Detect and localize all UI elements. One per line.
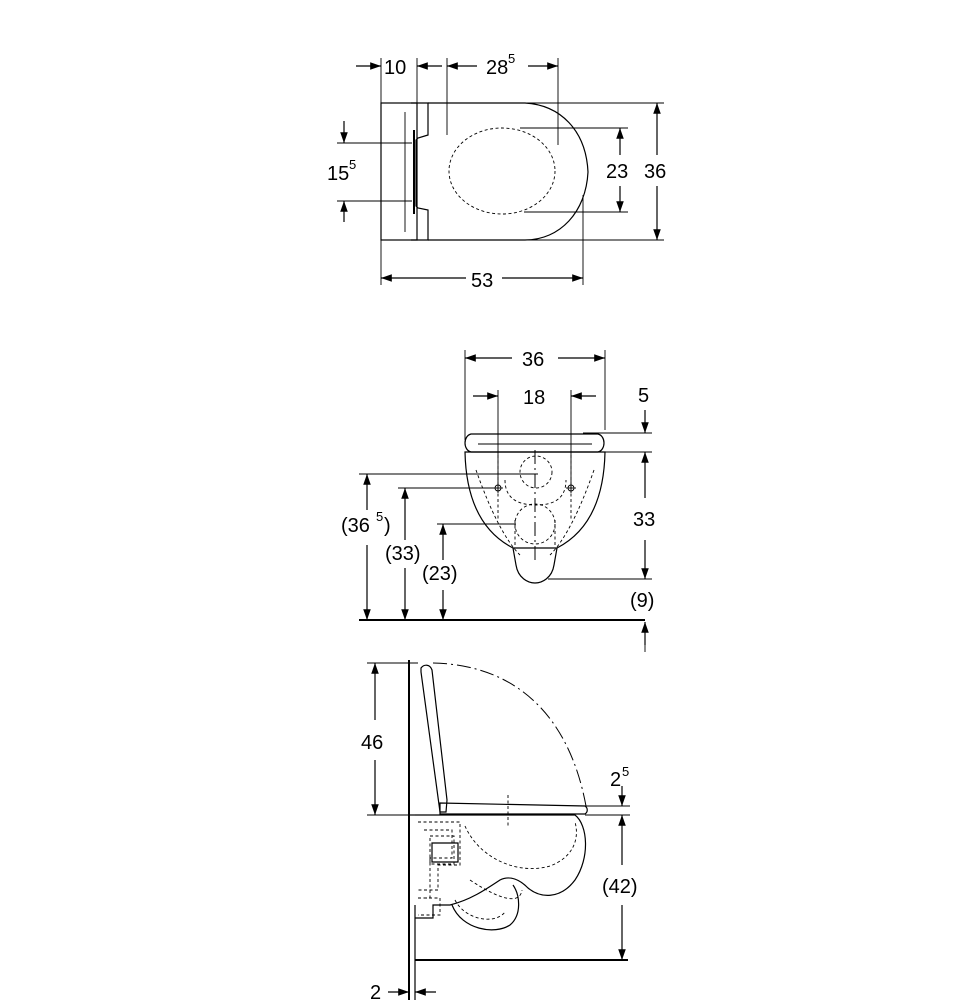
seat-lid-outline [464, 433, 605, 453]
lid-swing-arc [432, 662, 587, 807]
seat-ring [439, 802, 588, 815]
dimension-5: 5 [638, 385, 649, 407]
dimension-36-5: (36 [341, 515, 370, 537]
svg-text:): ) [384, 515, 391, 537]
bowl-inner-outline [448, 127, 556, 215]
front-view: 36 18 5 (36 5 ) (33) (23) 33 (9) [341, 349, 655, 652]
inlet-outline [519, 455, 553, 489]
dimension-33: 33 [633, 509, 655, 531]
bowl-side-outline [415, 814, 587, 919]
dimension-23-paren: (23) [422, 563, 458, 585]
hinge-outline [411, 102, 429, 241]
dimension-28: 28 [486, 57, 508, 79]
dimension-36: 36 [644, 161, 666, 183]
dimension-42-paren: (42) [602, 876, 638, 898]
wall-plate-outline [380, 102, 418, 241]
dimension-18: 18 [523, 387, 545, 409]
dimension-15: 15 [327, 163, 349, 185]
dimension-9-paren: (9) [630, 590, 654, 612]
bowl-front-outline [464, 451, 606, 584]
svg-text:5: 5 [376, 509, 383, 524]
top-view: 10 28 5 15 5 23 36 53 [327, 51, 666, 292]
dimension-53: 53 [471, 270, 493, 292]
bolt-mark [493, 483, 503, 493]
dimension-2: 2 [370, 982, 381, 1000]
bolt-mark [566, 483, 576, 493]
svg-text:5: 5 [508, 51, 515, 66]
seat-lid-upright [420, 664, 448, 813]
svg-text:5: 5 [622, 764, 629, 779]
dimension-2-5: 2 [610, 769, 621, 791]
side-view: 46 2 5 (42) 2 [361, 660, 638, 1000]
bowl-outline [428, 102, 589, 241]
dimension-33-paren: (33) [385, 543, 421, 565]
dimension-23: 23 [606, 161, 628, 183]
dimension-10: 10 [384, 57, 406, 79]
dimension-46: 46 [361, 732, 383, 754]
svg-text:5: 5 [349, 157, 356, 172]
dimension-36: 36 [522, 349, 544, 371]
